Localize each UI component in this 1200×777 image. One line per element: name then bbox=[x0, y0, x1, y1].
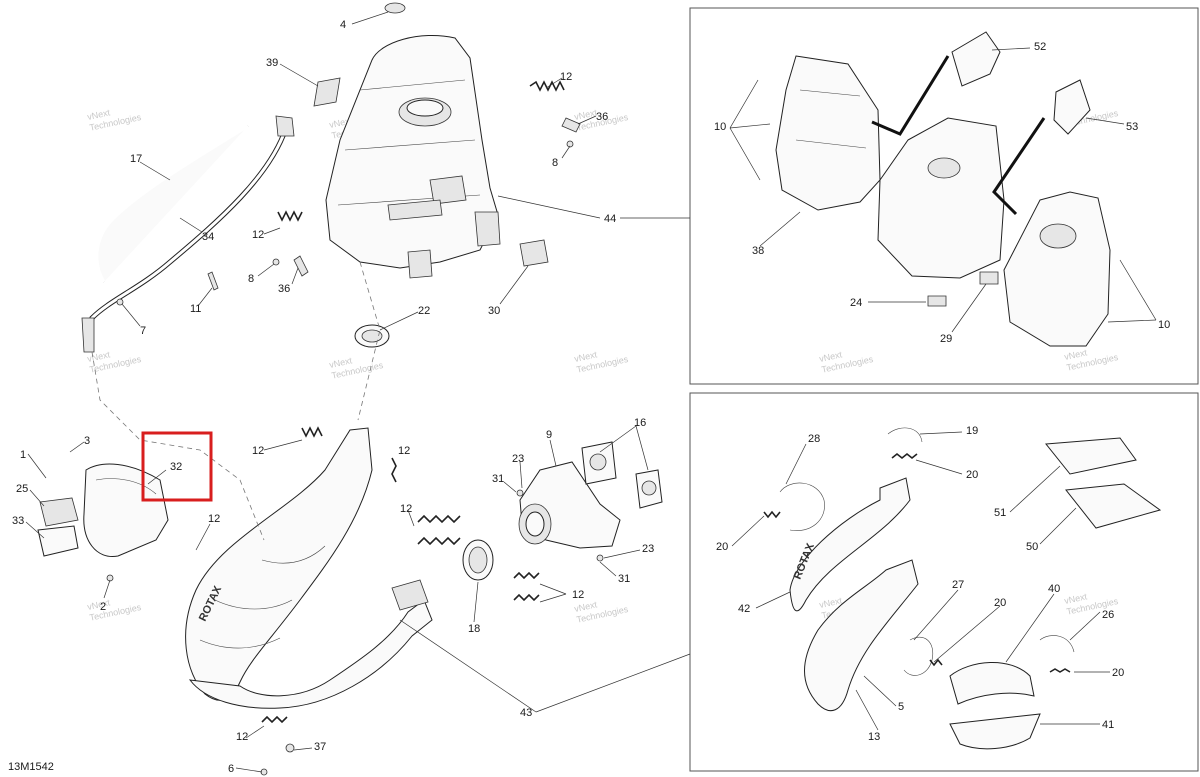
callout-6[interactable]: 6 bbox=[228, 763, 234, 775]
watermark-text: vNext bbox=[573, 349, 598, 364]
callout-2[interactable]: 2 bbox=[100, 601, 106, 613]
callout-10[interactable]: 10 bbox=[1158, 319, 1170, 331]
callout-12[interactable]: 12 bbox=[560, 71, 572, 83]
callout-19[interactable]: 19 bbox=[966, 425, 978, 437]
callout-50[interactable]: 50 bbox=[1026, 541, 1038, 553]
callout-23[interactable]: 23 bbox=[512, 453, 524, 465]
callout-30[interactable]: 30 bbox=[488, 305, 500, 317]
top-inset-leaders bbox=[729, 47, 1157, 333]
callout-3[interactable]: 3 bbox=[84, 435, 90, 447]
callout-51[interactable]: 51 bbox=[994, 507, 1006, 519]
callout-39[interactable]: 39 bbox=[266, 57, 278, 69]
watermark-text: vNext bbox=[573, 107, 598, 122]
top-inset-frame bbox=[689, 7, 1199, 385]
callout-25[interactable]: 25 bbox=[16, 483, 28, 495]
callout-17[interactable]: 17 bbox=[130, 153, 142, 165]
watermark-text: vNext bbox=[86, 597, 111, 612]
callout-12-upper[interactable]: 12 bbox=[398, 445, 410, 457]
top-inset-parts bbox=[775, 31, 1111, 347]
callout-18[interactable]: 18 bbox=[468, 623, 480, 635]
watermark-text: vNext bbox=[1063, 591, 1088, 606]
callout-4[interactable]: 4 bbox=[340, 19, 346, 31]
callout-10[interactable]: 10 bbox=[714, 121, 726, 133]
callout-9[interactable]: 9 bbox=[546, 429, 552, 441]
callout-29[interactable]: 29 bbox=[940, 333, 952, 345]
bottom-inset-parts: ROTAX bbox=[763, 427, 1162, 750]
callout-7[interactable]: 7 bbox=[140, 325, 146, 337]
callout-27[interactable]: 27 bbox=[952, 579, 964, 591]
bottom-inset-frame bbox=[689, 392, 1199, 772]
callout-12[interactable]: 12 bbox=[252, 445, 264, 457]
callout-26[interactable]: 26 bbox=[1102, 609, 1114, 621]
callout-31[interactable]: 31 bbox=[618, 573, 630, 585]
spring-part bbox=[261, 80, 565, 724]
watermark-text: vNext bbox=[573, 599, 598, 614]
callout-12[interactable]: 12 bbox=[252, 229, 264, 241]
callout-12[interactable]: 12 bbox=[208, 513, 220, 525]
top-inset-callouts: 52 53 10 38 24 29 10 bbox=[714, 41, 1170, 345]
callout-5[interactable]: 5 bbox=[898, 701, 904, 713]
highlight-box-part-32[interactable] bbox=[141, 431, 213, 502]
bottom-inset-leaders bbox=[731, 431, 1110, 731]
callout-24[interactable]: 24 bbox=[850, 297, 862, 309]
assembly-guide-line bbox=[91, 351, 265, 541]
cap-part bbox=[384, 2, 406, 14]
callout-42[interactable]: 42 bbox=[738, 603, 750, 615]
watermark-text: vNext bbox=[1063, 347, 1088, 362]
sealing-ring-part bbox=[462, 539, 494, 581]
bottom-inset-callouts: 28 19 20 20 51 50 42 27 20 40 26 20 5 13… bbox=[716, 425, 1124, 743]
watermark-text: vNext bbox=[86, 107, 111, 122]
drawing-code: 13M1542 bbox=[8, 761, 54, 773]
callout-34[interactable]: 34 bbox=[202, 231, 214, 243]
callout-44[interactable]: 44 bbox=[604, 213, 616, 225]
grommet-part bbox=[354, 324, 390, 348]
callout-16[interactable]: 16 bbox=[634, 417, 646, 429]
label-decal-part bbox=[313, 77, 341, 107]
callout-1[interactable]: 1 bbox=[20, 449, 26, 461]
callout-31[interactable]: 31 bbox=[492, 473, 504, 485]
gasket-part bbox=[581, 441, 663, 509]
callout-12[interactable]: 12 bbox=[572, 589, 584, 601]
mounting-bracket-part bbox=[37, 497, 79, 557]
callout-22[interactable]: 22 bbox=[418, 305, 430, 317]
callout-36[interactable]: 36 bbox=[278, 283, 290, 295]
watermark-text: vNext bbox=[328, 355, 353, 370]
callout-20[interactable]: 20 bbox=[1112, 667, 1124, 679]
watermark-text: vNext bbox=[818, 349, 843, 364]
watermark-text: vNext bbox=[86, 349, 111, 364]
callout-37[interactable]: 37 bbox=[314, 741, 326, 753]
callout-12[interactable]: 12 bbox=[400, 503, 412, 515]
hardware-parts bbox=[106, 117, 604, 776]
callout-43[interactable]: 43 bbox=[520, 707, 532, 719]
connector-part bbox=[519, 239, 549, 267]
main-callouts: 4 39 12 36 8 17 34 12 8 36 11 7 22 44 30… bbox=[12, 19, 654, 775]
callout-38[interactable]: 38 bbox=[752, 245, 764, 257]
callout-52[interactable]: 52 bbox=[1034, 41, 1046, 53]
callout-8[interactable]: 8 bbox=[248, 273, 254, 285]
heat-shield-part bbox=[83, 463, 169, 557]
callout-33[interactable]: 33 bbox=[12, 515, 24, 527]
vent-tube-part bbox=[81, 115, 295, 353]
callout-53[interactable]: 53 bbox=[1126, 121, 1138, 133]
callout-20[interactable]: 20 bbox=[994, 597, 1006, 609]
tuned-pipe-part: ROTAX bbox=[185, 427, 433, 709]
callout-32[interactable]: 32 bbox=[170, 461, 182, 473]
callout-36[interactable]: 36 bbox=[596, 111, 608, 123]
callout-41[interactable]: 41 bbox=[1102, 719, 1114, 731]
callout-20[interactable]: 20 bbox=[966, 469, 978, 481]
callout-11[interactable]: 11 bbox=[190, 303, 201, 315]
callout-40[interactable]: 40 bbox=[1048, 583, 1060, 595]
callout-28[interactable]: 28 bbox=[808, 433, 820, 445]
watermark-text: vNext bbox=[818, 595, 843, 610]
callout-20[interactable]: 20 bbox=[716, 541, 728, 553]
callout-12[interactable]: 12 bbox=[236, 731, 248, 743]
callout-23[interactable]: 23 bbox=[642, 543, 654, 555]
callout-8[interactable]: 8 bbox=[552, 157, 558, 169]
callout-13[interactable]: 13 bbox=[868, 731, 880, 743]
leader-lines bbox=[25, 11, 691, 773]
air-silencer-housing bbox=[325, 34, 501, 279]
